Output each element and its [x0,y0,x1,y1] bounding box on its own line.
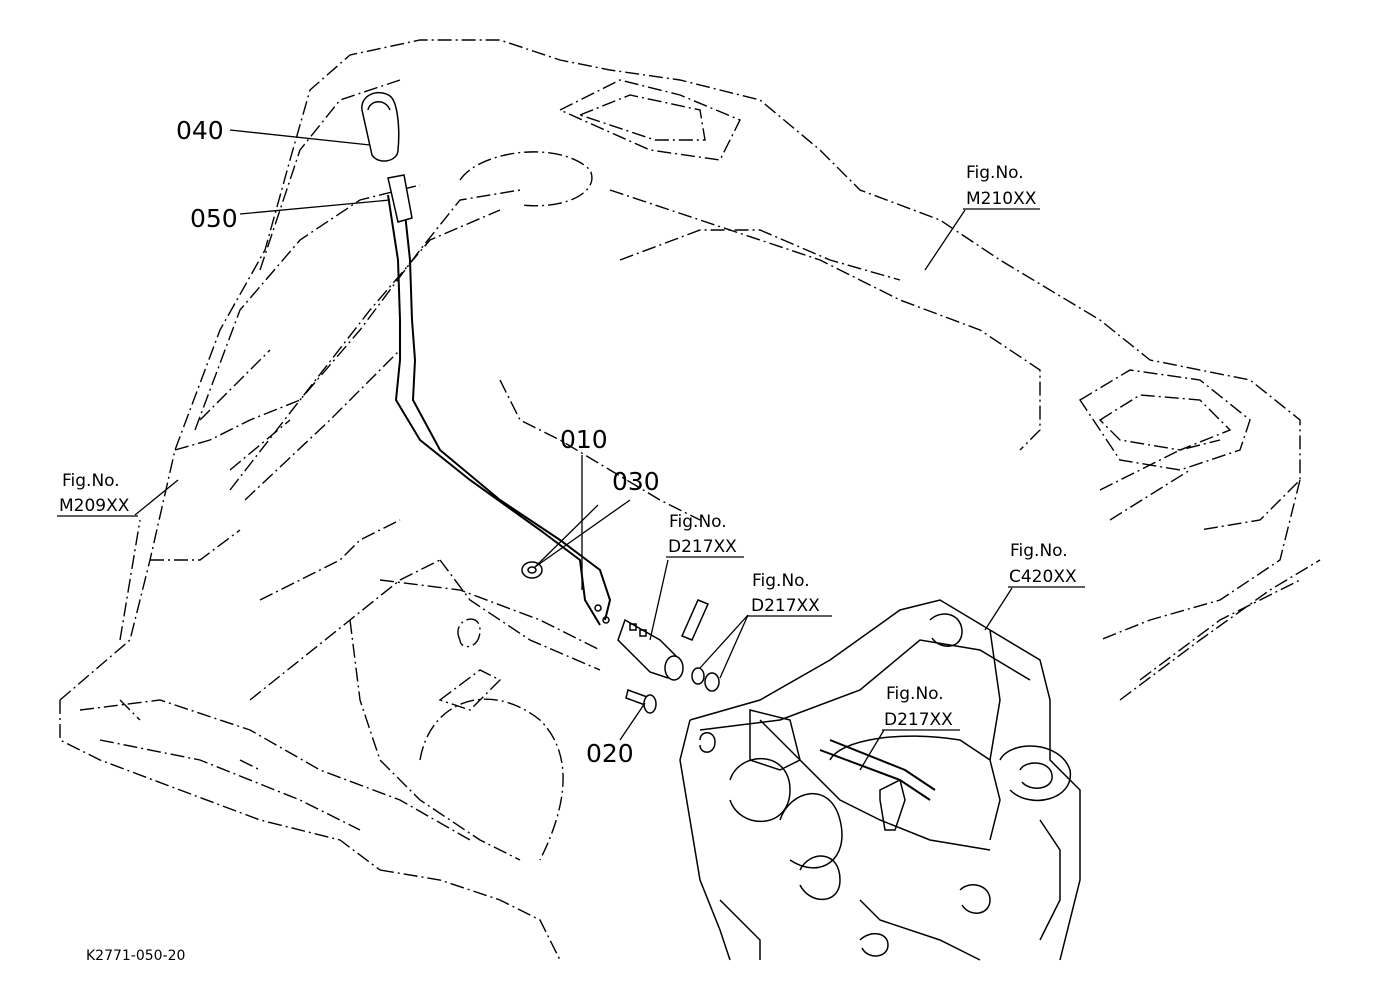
drawing-code: K2771-050-20 [86,948,185,964]
part-label-010: 010 [560,425,608,454]
fig-ref-d217-c: D217XX [884,710,953,730]
joint-assembly [617,599,720,714]
knob [361,91,400,162]
fig-ref-label: Fig.No. [886,684,944,704]
transmission-case [679,599,1081,961]
fig-ref-label: Fig.No. [62,471,120,491]
fig-ref-d217-a: D217XX [668,537,737,557]
fig-ref-label: Fig.No. [752,571,810,591]
part-label-040: 040 [176,116,224,145]
part-label-020: 020 [586,739,634,768]
fig-ref-label: Fig.No. [669,512,727,532]
fig-ref-m209: M209XX [59,496,130,516]
fig-ref-m210: M210XX [966,189,1037,209]
shift-shaft [749,709,936,831]
fig-ref-d217-b: D217XX [751,596,820,616]
part-label-030: 030 [612,467,660,496]
fender-body-outline [59,39,1321,961]
shift-lever-rod [387,194,612,626]
fig-ref-label: Fig.No. [1010,541,1068,561]
leader-lines [134,129,1013,771]
fig-ref-label: Fig.No. [966,163,1024,183]
part-label-050: 050 [190,204,238,233]
reference-underlines [57,208,1085,731]
fig-ref-c420: C420XX [1009,567,1077,587]
sleeve [387,174,413,223]
